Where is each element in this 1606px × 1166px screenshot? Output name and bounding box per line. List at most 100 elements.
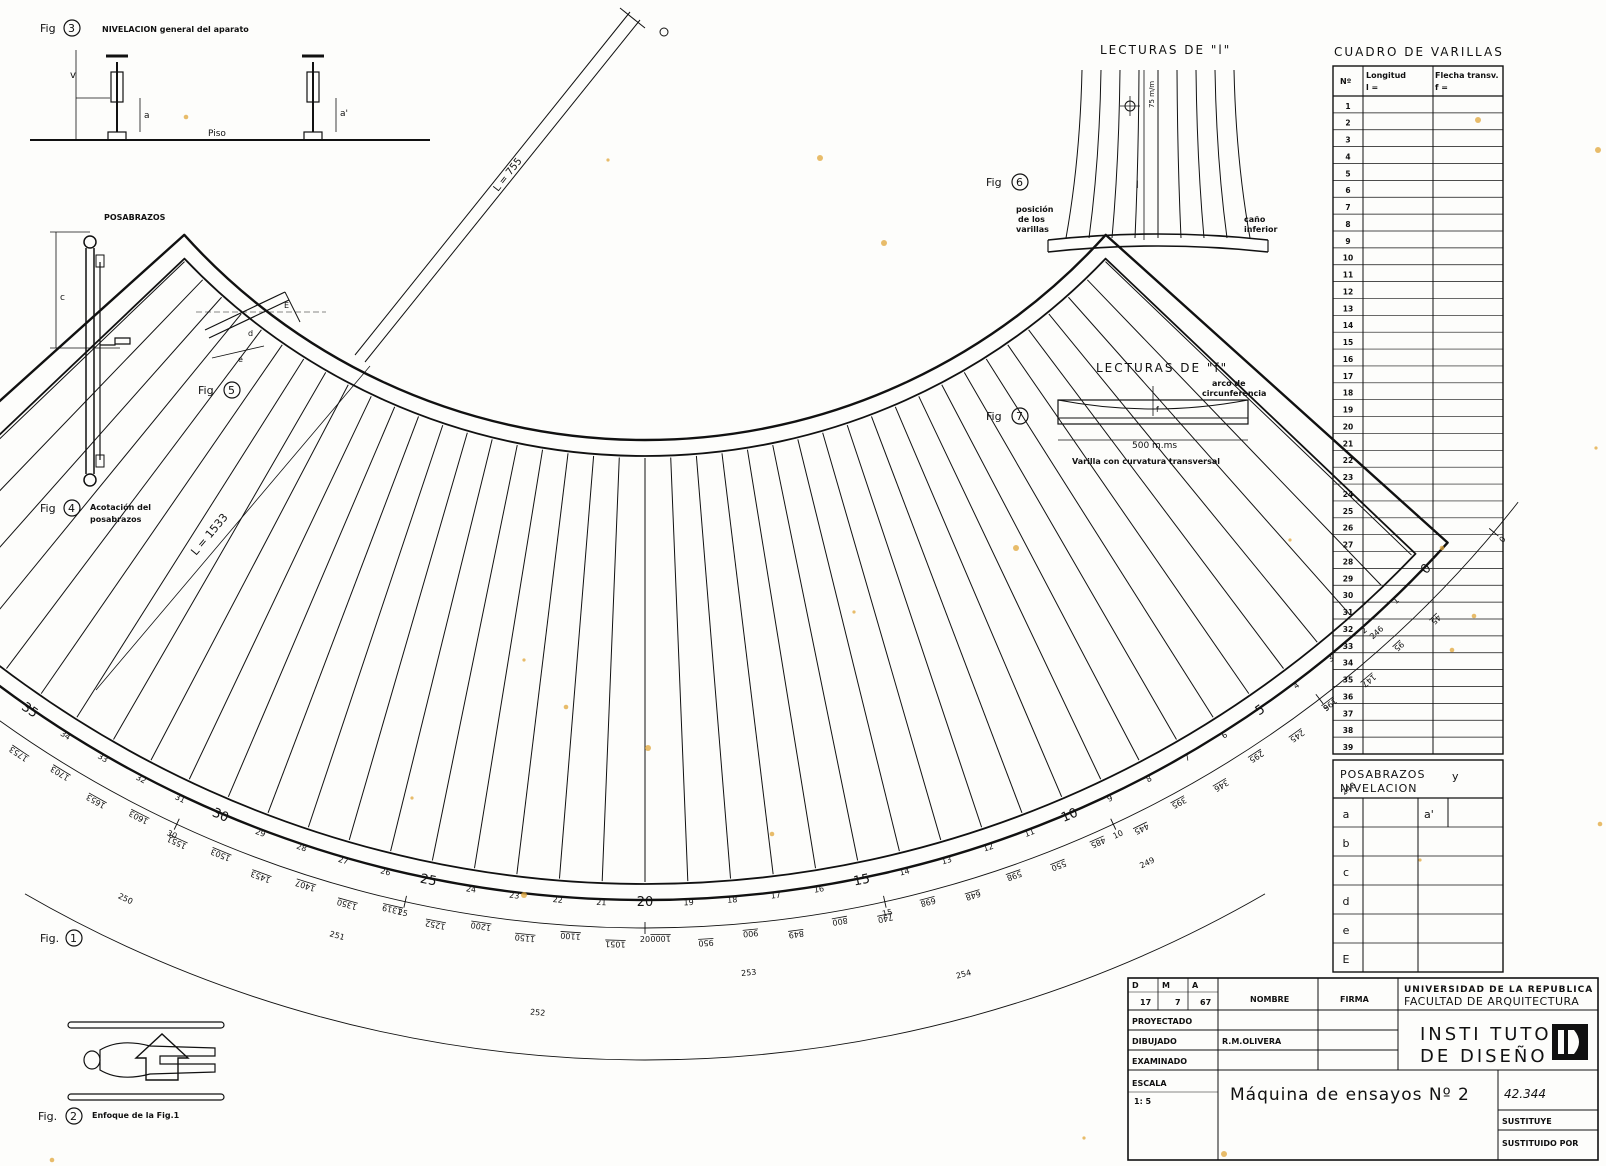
posabrazos-a2: a': [1424, 808, 1434, 821]
fig5-detail: e d E Fig 5: [196, 291, 326, 399]
fig2-label: Fig.: [38, 1110, 57, 1123]
tb-instituto1: INSTI TUTO: [1420, 1024, 1552, 1045]
slat: [601, 457, 620, 882]
fig6-slat: [1233, 69, 1251, 239]
cuadro-row-number: 6: [1345, 186, 1350, 195]
slat-number: 28: [295, 842, 308, 854]
fig6-lecturas-l: LECTURAS DE "l" l 75 m/m Fig 6 posición …: [986, 43, 1278, 253]
fig7-f: f: [1156, 405, 1159, 414]
stain-spot: [1082, 1136, 1086, 1140]
fig1-slat-fan: [0, 233, 1519, 1061]
slat-length-label: 1150: [514, 933, 535, 944]
fig4-clamp-bottom: [95, 454, 105, 468]
tb-escala-val: 1: 5: [1134, 1097, 1152, 1106]
stain-spot: [1221, 1151, 1227, 1157]
cuadro-row-number: 33: [1343, 642, 1353, 651]
slat-number: 22: [552, 895, 563, 905]
stain-spot: [1594, 446, 1598, 450]
slat-length-label: 45: [1429, 613, 1443, 627]
slat-length-label: 648: [965, 889, 982, 902]
fig6-slat: [1088, 69, 1102, 239]
slat: [0, 279, 204, 492]
slat: [918, 396, 1102, 780]
arc-tick: [403, 895, 407, 908]
arc-misc-label: 246: [1368, 624, 1385, 641]
fig1-diagonal-line-b: [364, 19, 641, 363]
slat: [1068, 296, 1351, 615]
posabrazos-row-label: d: [1343, 895, 1350, 908]
arc-tick-label: 10: [1112, 828, 1125, 840]
slat: [985, 358, 1214, 718]
slat-number: 2: [1359, 625, 1369, 635]
slat: [0, 296, 222, 548]
arc-tick-label: 30: [165, 828, 178, 840]
fig4-caption1: Acotación del: [90, 502, 151, 512]
fig4-clamp-top: [95, 254, 105, 268]
slat-length-label: 1350: [336, 897, 358, 911]
fig2-num: 2: [70, 1110, 77, 1123]
cuadro-col-long: Longitud: [1366, 71, 1406, 80]
slat-length-label: 550: [1050, 859, 1068, 873]
fig3-a: a: [144, 111, 150, 121]
fig5-label: Fig: [198, 384, 214, 397]
fig5-e2: E: [284, 301, 289, 310]
fig2-circle: [65, 1107, 83, 1125]
cuadro-row-number: 7: [1345, 203, 1350, 212]
fig2-caption: Enfoque de la Fig.1: [92, 1111, 180, 1120]
fig6-tube-top: [1047, 233, 1269, 241]
fig1-label-group: Fig. 1: [40, 929, 83, 947]
fig6-l: l: [1136, 180, 1139, 191]
fig4-num: 4: [68, 502, 75, 515]
slat: [870, 416, 1023, 814]
fig6-left2: de los: [1018, 215, 1045, 224]
fig1-diagonal-short-label: L = 1533: [188, 511, 230, 558]
slat-length-label: 1603: [127, 809, 149, 826]
cuadro-row-number: 30: [1343, 591, 1353, 600]
slat: [473, 449, 544, 869]
fig6-num: 6: [1016, 176, 1023, 189]
slat-number: 13: [941, 855, 953, 866]
slat-number: 31: [174, 792, 187, 805]
fig3-jack-right-foot: [303, 131, 323, 141]
fig2-rail-bottom: [67, 1093, 225, 1101]
slat-number: 24: [465, 884, 477, 895]
fig6-label: Fig: [986, 176, 1002, 189]
title-block-frame: [1127, 977, 1599, 1161]
cuadro-de-varillas: CUADRO DE VARILLAS Nº Longitud l = Flech…: [1332, 45, 1504, 755]
tb-sustituido: SUSTITUIDO POR: [1502, 1139, 1578, 1148]
cuadro-row-number: 17: [1343, 372, 1353, 381]
slat: [894, 406, 1063, 798]
slat: [941, 384, 1140, 761]
cuadro-col-long2: l =: [1366, 83, 1378, 92]
stain-spot: [817, 155, 823, 161]
stain-spot: [522, 658, 526, 662]
stain-spot: [769, 831, 775, 837]
posabrazos-row-label: E: [1343, 953, 1350, 966]
cuadro-row-number: 9: [1345, 237, 1350, 246]
slat-length-label: 900: [743, 928, 759, 938]
instituto-logo-d: [1568, 1030, 1579, 1054]
cuadro-row-number: 24: [1343, 490, 1353, 499]
cuadro-row-number: 4: [1345, 152, 1350, 161]
fig3-circle: [63, 19, 81, 37]
cuadro-row-number: 10: [1343, 254, 1353, 263]
fig6-right2: inferior: [1244, 225, 1278, 234]
tb-firma: FIRMA: [1340, 995, 1370, 1004]
slat-number: 0: [1418, 561, 1435, 577]
fig3-jack-right-body: [306, 71, 320, 103]
fig5-end: [284, 291, 301, 323]
fig5-bar-a: [204, 291, 286, 331]
fig5-num: 5: [228, 384, 235, 397]
tb-univ: UNIVERSIDAD DE LA REPUBLICA: [1404, 985, 1593, 995]
fig5-e: e: [238, 355, 243, 364]
slat-number: 27: [337, 855, 349, 866]
tb-instituto2: DE DISEÑO: [1420, 1045, 1548, 1067]
arc-outer-label: 253: [741, 968, 757, 978]
instituto-logo-i: [1558, 1030, 1564, 1054]
cuadro-row-number: 16: [1343, 355, 1353, 364]
fig3-title: NIVELACION general del aparato: [102, 25, 249, 34]
fig4-circle: [63, 499, 81, 517]
fig1-diagonal: L = 755 L = 1533: [95, 7, 669, 691]
slat-number: 9: [1106, 794, 1114, 804]
slat-length-label: 346: [1212, 778, 1230, 794]
